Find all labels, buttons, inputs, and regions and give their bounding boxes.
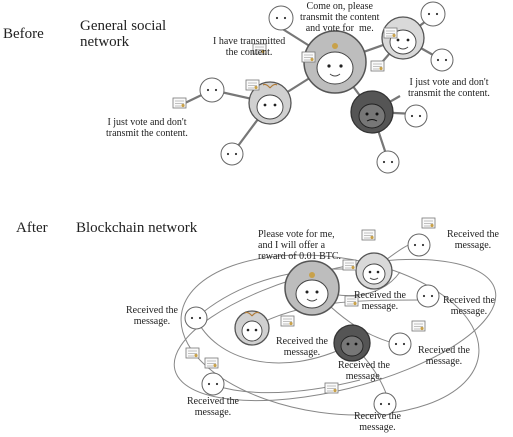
character-sprout-icon <box>234 310 270 346</box>
caption-received-5: Received the message. <box>276 336 328 358</box>
before-title: General social network <box>80 18 167 51</box>
caption-vote-left: I just vote and don't transmit the conte… <box>106 117 188 139</box>
caption-received-2: Received the message. <box>354 290 406 312</box>
before-nodes <box>172 1 454 174</box>
small-faces <box>206 12 448 164</box>
character-dark-icon <box>350 90 394 134</box>
caption-received-8: Received the message. <box>187 396 239 418</box>
character-smiling-icon <box>355 252 393 290</box>
character-sprout-icon <box>248 81 292 125</box>
caption-reward: Please vote for me, and I will offer a r… <box>258 229 342 262</box>
character-small-icon <box>184 233 440 416</box>
caption-request: Come on, please transmit the content and… <box>300 1 380 34</box>
after-nodes <box>184 217 440 416</box>
caption-received-7: Received the message. <box>338 360 390 382</box>
before-label: Before <box>3 26 44 42</box>
caption-received-6: Received the message. <box>418 345 470 367</box>
caption-received-1: Received the message. <box>447 229 499 251</box>
caption-vote-right: I just vote and don't transmit the conte… <box>408 77 490 99</box>
character-requester-icon <box>303 30 367 94</box>
after-label: After <box>16 220 48 236</box>
character-requester-icon <box>284 260 340 316</box>
character-dark-icon <box>333 324 371 362</box>
after-title: Blockchain network <box>76 220 198 236</box>
caption-transmitted: I have transmitted the content. <box>213 36 286 58</box>
character-small-icon <box>199 1 454 174</box>
small-faces <box>190 243 434 406</box>
caption-received-3: Received the message. <box>443 295 495 317</box>
caption-received-9: Receive the message. <box>354 411 401 433</box>
caption-received-4: Received the message. <box>126 305 178 327</box>
